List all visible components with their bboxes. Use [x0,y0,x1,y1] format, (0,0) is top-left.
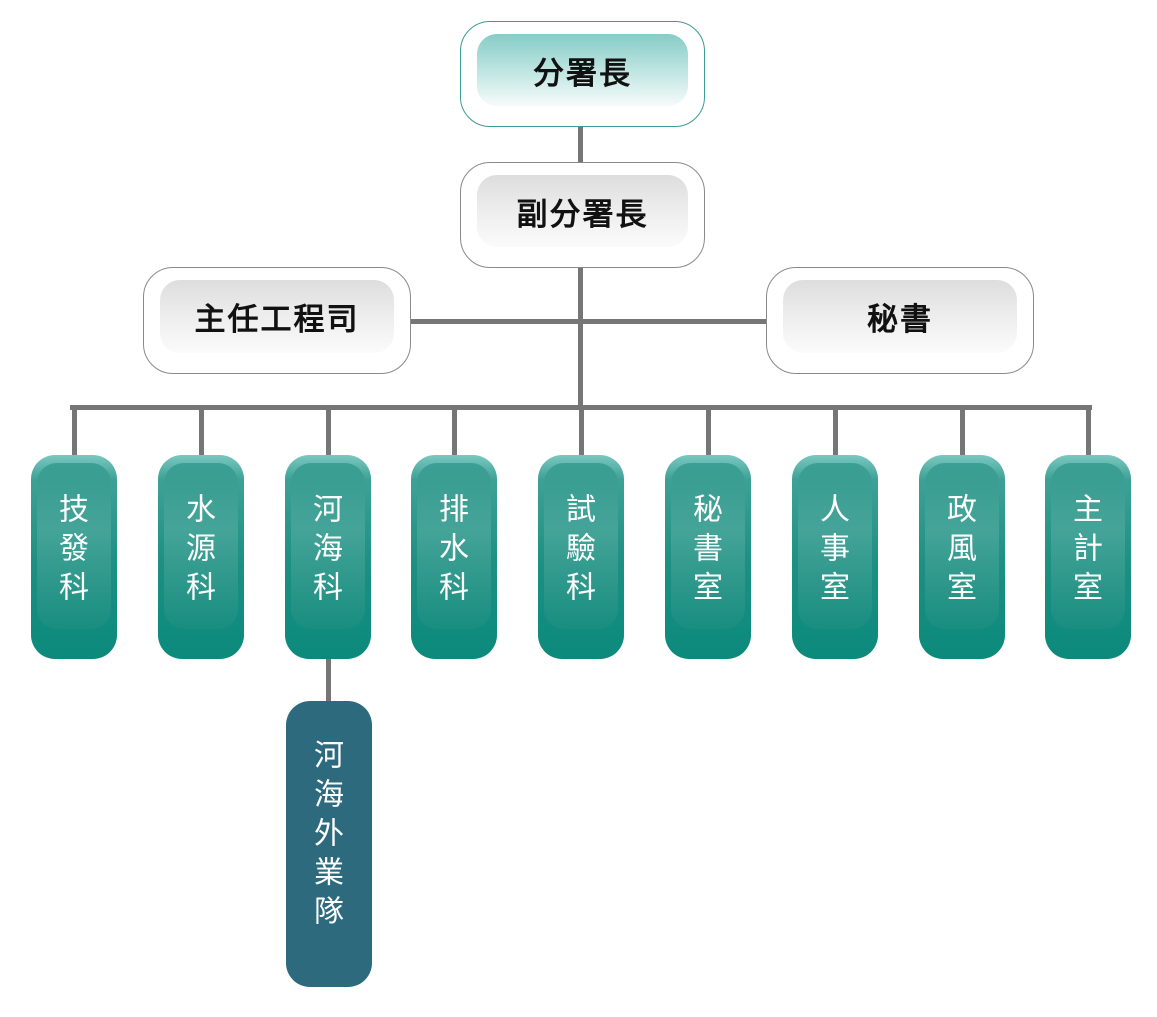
chief-engineer-node[interactable]: 主任工程司 [143,267,411,374]
department-node-shade [417,463,491,629]
connector-staff-horizontal [410,319,768,324]
connector-department-drop [960,405,965,457]
department-label: 河海科 [307,493,342,610]
department-label: 水源科 [180,493,215,610]
department-node-shade [1051,463,1125,629]
department-node[interactable]: 秘書室 [665,455,751,659]
head-node-fill: 分署長 [477,34,688,106]
subunit-node[interactable]: 河海外業隊 [286,701,372,987]
secretary-label: 秘書 [867,302,933,338]
department-node-shade [544,463,618,629]
connector-department-drop [452,405,457,457]
connector-head-deputy [578,126,583,164]
department-label: 政風室 [941,493,976,610]
department-node[interactable]: 政風室 [919,455,1005,659]
head-node[interactable]: 分署長 [460,21,705,127]
department-node-shade [291,463,365,629]
department-node[interactable]: 試驗科 [538,455,624,659]
connector-department-drop [326,405,331,457]
department-node-shade [798,463,872,629]
department-node-shade [925,463,999,629]
department-node-shade [671,463,745,629]
connector-subunit [326,655,331,703]
department-label: 試驗科 [560,493,595,610]
deputy-node[interactable]: 副分署長 [460,162,705,268]
deputy-node-fill: 副分署長 [477,175,688,247]
department-node[interactable]: 人事室 [792,455,878,659]
secretary-node-fill: 秘書 [783,280,1017,353]
department-node[interactable]: 主計室 [1045,455,1131,659]
department-node-shade [37,463,111,629]
connector-department-drop [1086,405,1091,457]
department-node[interactable]: 河海科 [285,455,371,659]
department-label: 秘書室 [687,493,722,610]
connector-department-drop [199,405,204,457]
department-node[interactable]: 水源科 [158,455,244,659]
chief-engineer-node-fill: 主任工程司 [160,280,394,353]
department-node-shade [164,463,238,629]
connector-trunk [578,266,583,410]
secretary-node[interactable]: 秘書 [766,267,1034,374]
connector-department-drop [833,405,838,457]
chief-engineer-label: 主任工程司 [194,302,360,338]
department-label: 人事室 [814,493,849,610]
head-label: 分署長 [533,55,632,92]
subunit-label: 河海外業隊 [308,739,343,934]
department-node[interactable]: 排水科 [411,455,497,659]
connector-department-drop [706,405,711,457]
connector-department-drop [579,405,584,457]
department-node[interactable]: 技發科 [31,455,117,659]
connector-department-drop [72,405,77,457]
department-label: 技發科 [53,493,88,610]
department-label: 排水科 [433,493,468,610]
department-label: 主計室 [1067,493,1102,610]
deputy-label: 副分署長 [516,196,649,233]
